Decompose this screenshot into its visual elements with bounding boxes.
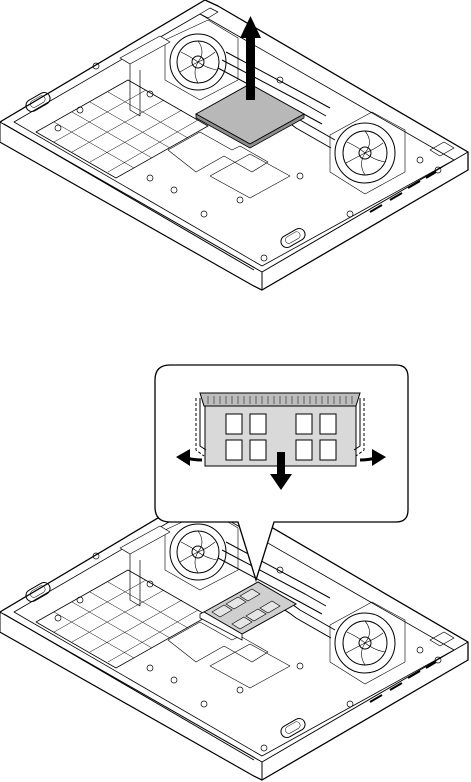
step-1-figure (0, 0, 468, 290)
laptop-base-top (0, 0, 468, 290)
step-2-figure (0, 365, 468, 780)
